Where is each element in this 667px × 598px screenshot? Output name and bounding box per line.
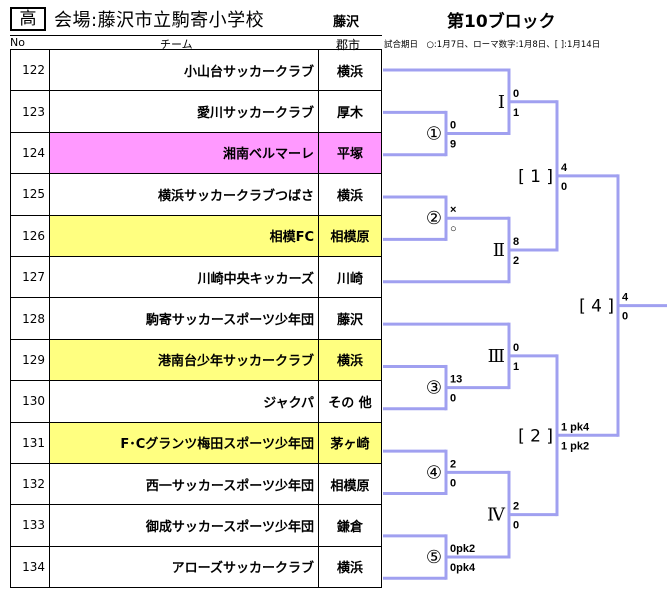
match-score-top: 2 — [450, 458, 456, 470]
team-number: 122 — [10, 48, 50, 92]
match-label: [ 2 ] — [518, 426, 553, 446]
team-name: 湘南ベルマーレ — [49, 131, 319, 175]
match-score-bottom: 0 — [450, 477, 456, 489]
header-divider — [10, 35, 382, 36]
match-score-bottom: 0 — [561, 181, 567, 193]
team-city: 相模原 — [318, 462, 382, 506]
match-score-top: 4 — [561, 162, 568, 174]
match-score-bottom: 1 pk2 — [561, 440, 589, 452]
venue-city: 藤沢 — [333, 15, 360, 30]
team-city: 横浜 — [318, 545, 382, 589]
match-score-bottom: 1 — [513, 107, 519, 119]
team-city: 横浜 — [318, 173, 382, 216]
team-number: 132 — [10, 462, 50, 506]
team-city: 横浜 — [318, 338, 382, 382]
team-city: 川崎 — [318, 255, 382, 299]
match-label: ④ — [426, 462, 442, 483]
team-city: 横浜 — [318, 48, 382, 92]
match-label: Ⅳ — [487, 505, 506, 526]
match-score-bottom: 0pk4 — [450, 562, 476, 574]
match-score-top: × — [450, 204, 456, 216]
column-header-city: 郡市 — [336, 38, 361, 52]
team-number: 133 — [10, 504, 50, 547]
match-score-top: 1 pk4 — [561, 421, 590, 433]
team-number: 134 — [10, 545, 50, 589]
match-score-bottom: 0 — [450, 393, 456, 405]
match-label: ③ — [426, 378, 442, 399]
match-label: [ 1 ] — [518, 167, 553, 187]
match-label: Ⅰ — [498, 92, 505, 113]
team-name: 御成サッカースポーツ少年団 — [49, 504, 319, 547]
team-name: 横浜サッカークラブつばさ — [49, 173, 319, 216]
team-city: 茅ヶ崎 — [318, 421, 382, 464]
match-label: [ 4 ] — [579, 297, 614, 317]
column-header-team: チーム — [160, 38, 193, 51]
match-label: ② — [426, 208, 442, 229]
team-name: ジャクパ — [49, 380, 319, 423]
match-score-top: 0 — [450, 120, 456, 132]
match-score-bottom: 0 — [513, 520, 519, 532]
match-score-bottom: 0 — [622, 311, 628, 323]
match-label: Ⅲ — [488, 346, 505, 367]
team-city: 厚木 — [318, 90, 382, 133]
match-label: Ⅱ — [493, 240, 505, 261]
match-score-top: 4 — [622, 292, 629, 304]
team-city: 鎌倉 — [318, 504, 382, 547]
match-label: ① — [426, 124, 442, 145]
team-name: 相模FC — [49, 214, 319, 257]
team-number: 126 — [10, 214, 50, 257]
match-score-top: 8 — [513, 236, 519, 248]
team-name: F･Cグランツ梅田スポーツ少年団 — [49, 421, 319, 464]
team-name: 愛川サッカークラブ — [49, 90, 319, 133]
team-number: 130 — [10, 380, 50, 423]
match-dates-note: 試合期日 ○:1月7日、ローマ数字:1月8日、[ ]:1月14日 — [384, 40, 601, 50]
match-score-bottom: ○ — [450, 223, 457, 235]
block-title: 第10ブロック — [447, 12, 556, 32]
grade-badge: 高 — [10, 7, 46, 31]
team-name: アローズサッカークラブ — [49, 545, 319, 589]
match-score-top: 2 — [513, 501, 519, 513]
match-score-bottom: 2 — [513, 255, 519, 267]
match-label: ⑤ — [426, 547, 442, 568]
team-city: 相模原 — [318, 214, 382, 257]
team-number: 131 — [10, 421, 50, 464]
team-city: 平塚 — [318, 131, 382, 175]
team-number: 127 — [10, 255, 50, 299]
match-score-top: 13 — [450, 374, 462, 386]
venue-title: 会場:藤沢市立駒寄小学校 — [54, 10, 265, 31]
column-header-no: No — [10, 36, 25, 49]
match-score-top: 0 — [513, 342, 519, 354]
team-name: 小山台サッカークラブ — [49, 48, 319, 92]
match-score-top: 0 — [513, 88, 519, 100]
team-city: その 他 — [318, 380, 382, 423]
match-score-bottom: 9 — [450, 139, 456, 151]
match-score-top: 0pk2 — [450, 543, 475, 555]
team-city: 藤沢 — [318, 297, 382, 340]
match-score-bottom: 1 — [513, 361, 519, 373]
